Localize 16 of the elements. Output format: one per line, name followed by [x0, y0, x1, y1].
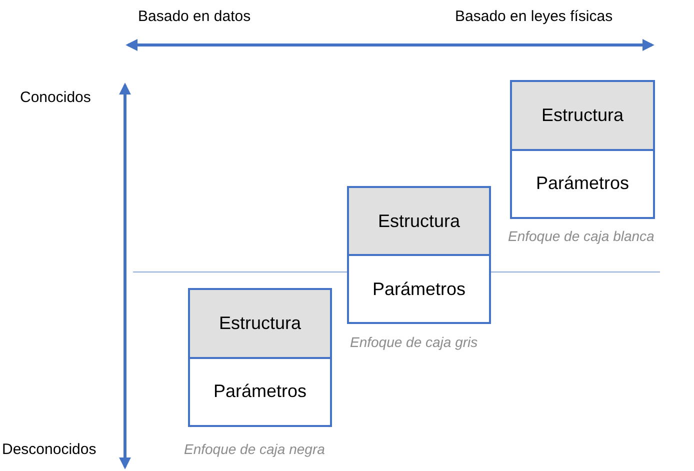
approach-caption: Enfoque de caja blanca	[508, 228, 654, 244]
parameters-text: Parámetros	[534, 172, 630, 196]
approach-caption: Enfoque de caja negra	[184, 441, 325, 457]
axis-label: Conocidos	[20, 89, 91, 106]
model-box	[347, 186, 491, 324]
model-box	[510, 80, 655, 219]
axis-label: Basado en leyes físicas	[455, 8, 613, 25]
parameters-text: Parámetros	[212, 380, 308, 404]
structure-heading: Estructura	[349, 188, 489, 256]
parameters-text: Parámetros	[371, 278, 467, 300]
structure-heading: Estructura	[512, 82, 653, 150]
approach-caption: Enfoque de caja gris	[350, 334, 478, 350]
model-box	[188, 288, 332, 427]
structure-heading: Estructura	[190, 290, 330, 358]
axis-label: Desconocidos	[2, 441, 96, 458]
axis-label: Basado en datos	[138, 8, 251, 25]
